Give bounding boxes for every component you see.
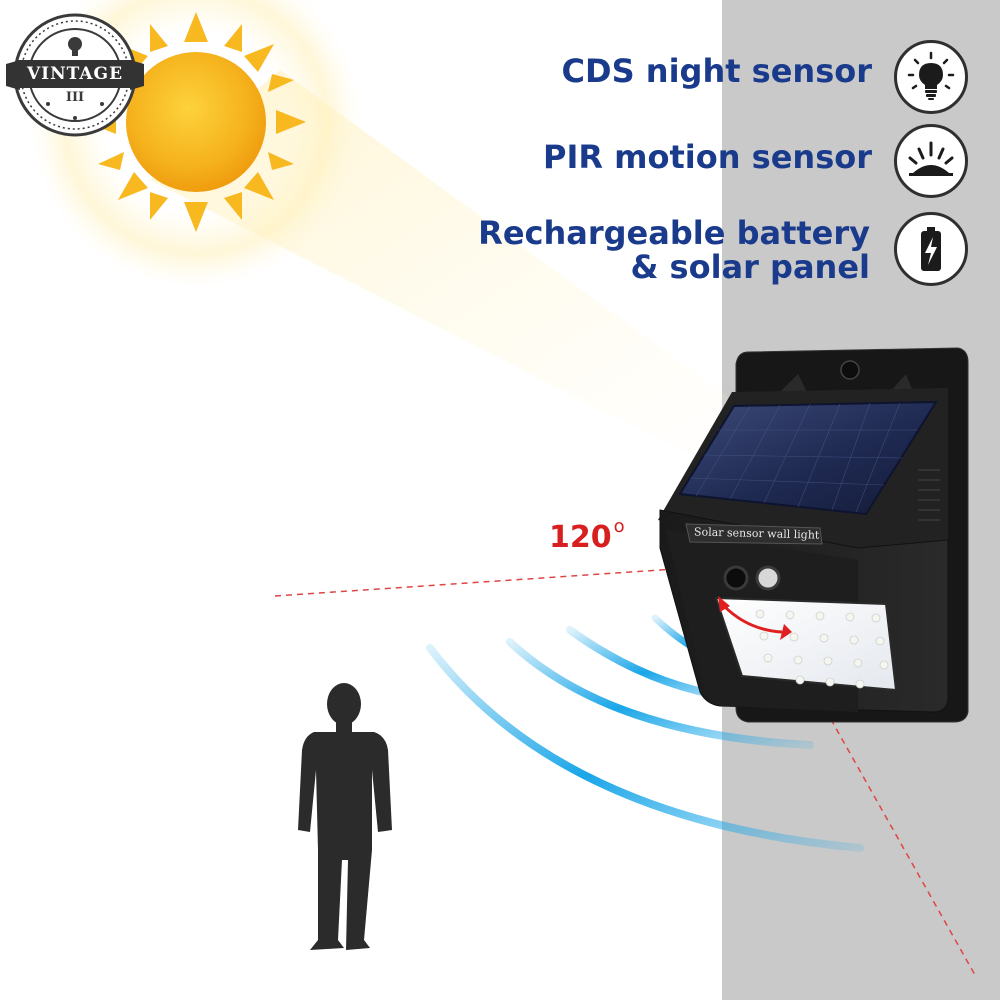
motion-wave-middle [506, 638, 814, 749]
bulb-icon [907, 51, 955, 100]
led-dots [755, 609, 889, 689]
detection-line-upper [274, 567, 691, 597]
motion-wave-outer [426, 644, 864, 852]
cds-sensor [723, 565, 749, 591]
sunrise-badge [894, 124, 968, 198]
mount-hole [840, 360, 860, 380]
person-silhouette [298, 683, 392, 950]
logo-bottom-text: III [65, 90, 85, 105]
sunrise-icon [908, 141, 954, 176]
device-label-plate [685, 523, 823, 545]
feature-battery-text: Rechargeable battery & solar panel [478, 214, 870, 286]
feature-pir-text: PIR motion sensor [543, 138, 872, 176]
battery-badge [894, 212, 968, 286]
angle-arrow [722, 604, 783, 634]
logo-top-text: VINTAGE [26, 64, 124, 84]
led-panel [714, 596, 898, 692]
degree-symbol: o [613, 516, 625, 537]
sun-disc [126, 52, 266, 192]
angle-value: 120 [549, 520, 612, 555]
battery-icon [921, 227, 941, 271]
pir-sensor [755, 565, 781, 591]
detection-line-lower [819, 699, 976, 976]
bulb-badge [894, 40, 968, 114]
feature-cds-text: CDS night sensor [561, 52, 872, 90]
